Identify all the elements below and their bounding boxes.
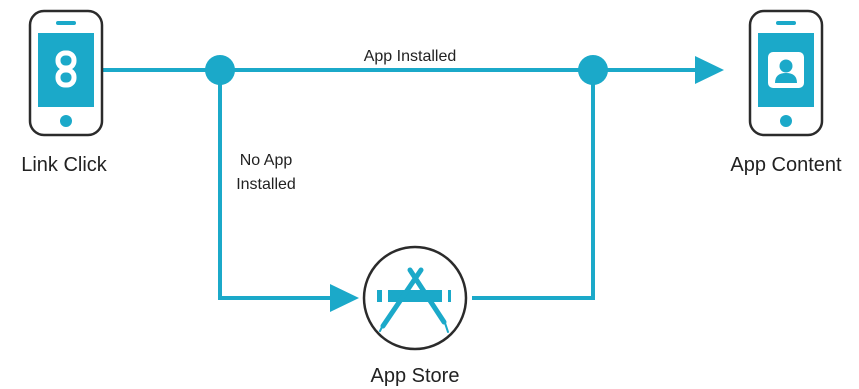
app-content-arrowhead [695, 56, 724, 84]
phone-home-button [780, 115, 792, 127]
merge-junction-dot [578, 55, 608, 85]
app-content-label: App Content [730, 154, 842, 176]
user-profile-icon [768, 52, 804, 88]
app-store-label: App Store [371, 365, 460, 387]
return-branch-line [472, 70, 595, 300]
link-click-node [28, 9, 104, 137]
app-store-node [362, 245, 468, 351]
link-click-label: Link Click [21, 154, 108, 176]
app-content-node [748, 9, 824, 137]
phone-earpiece [776, 21, 796, 25]
branch-junction-dot [205, 55, 235, 85]
app-store-arrowhead [330, 284, 359, 312]
app-store-icon [377, 267, 451, 333]
no-app-branch-line [218, 70, 335, 300]
phone-home-button [60, 115, 72, 127]
no-app-label-line2: Installed [236, 176, 296, 193]
no-app-label-line1: No App [240, 152, 293, 169]
app-installed-label: App Installed [364, 48, 457, 65]
phone-earpiece [56, 21, 76, 25]
link-chain-icon [55, 50, 77, 88]
